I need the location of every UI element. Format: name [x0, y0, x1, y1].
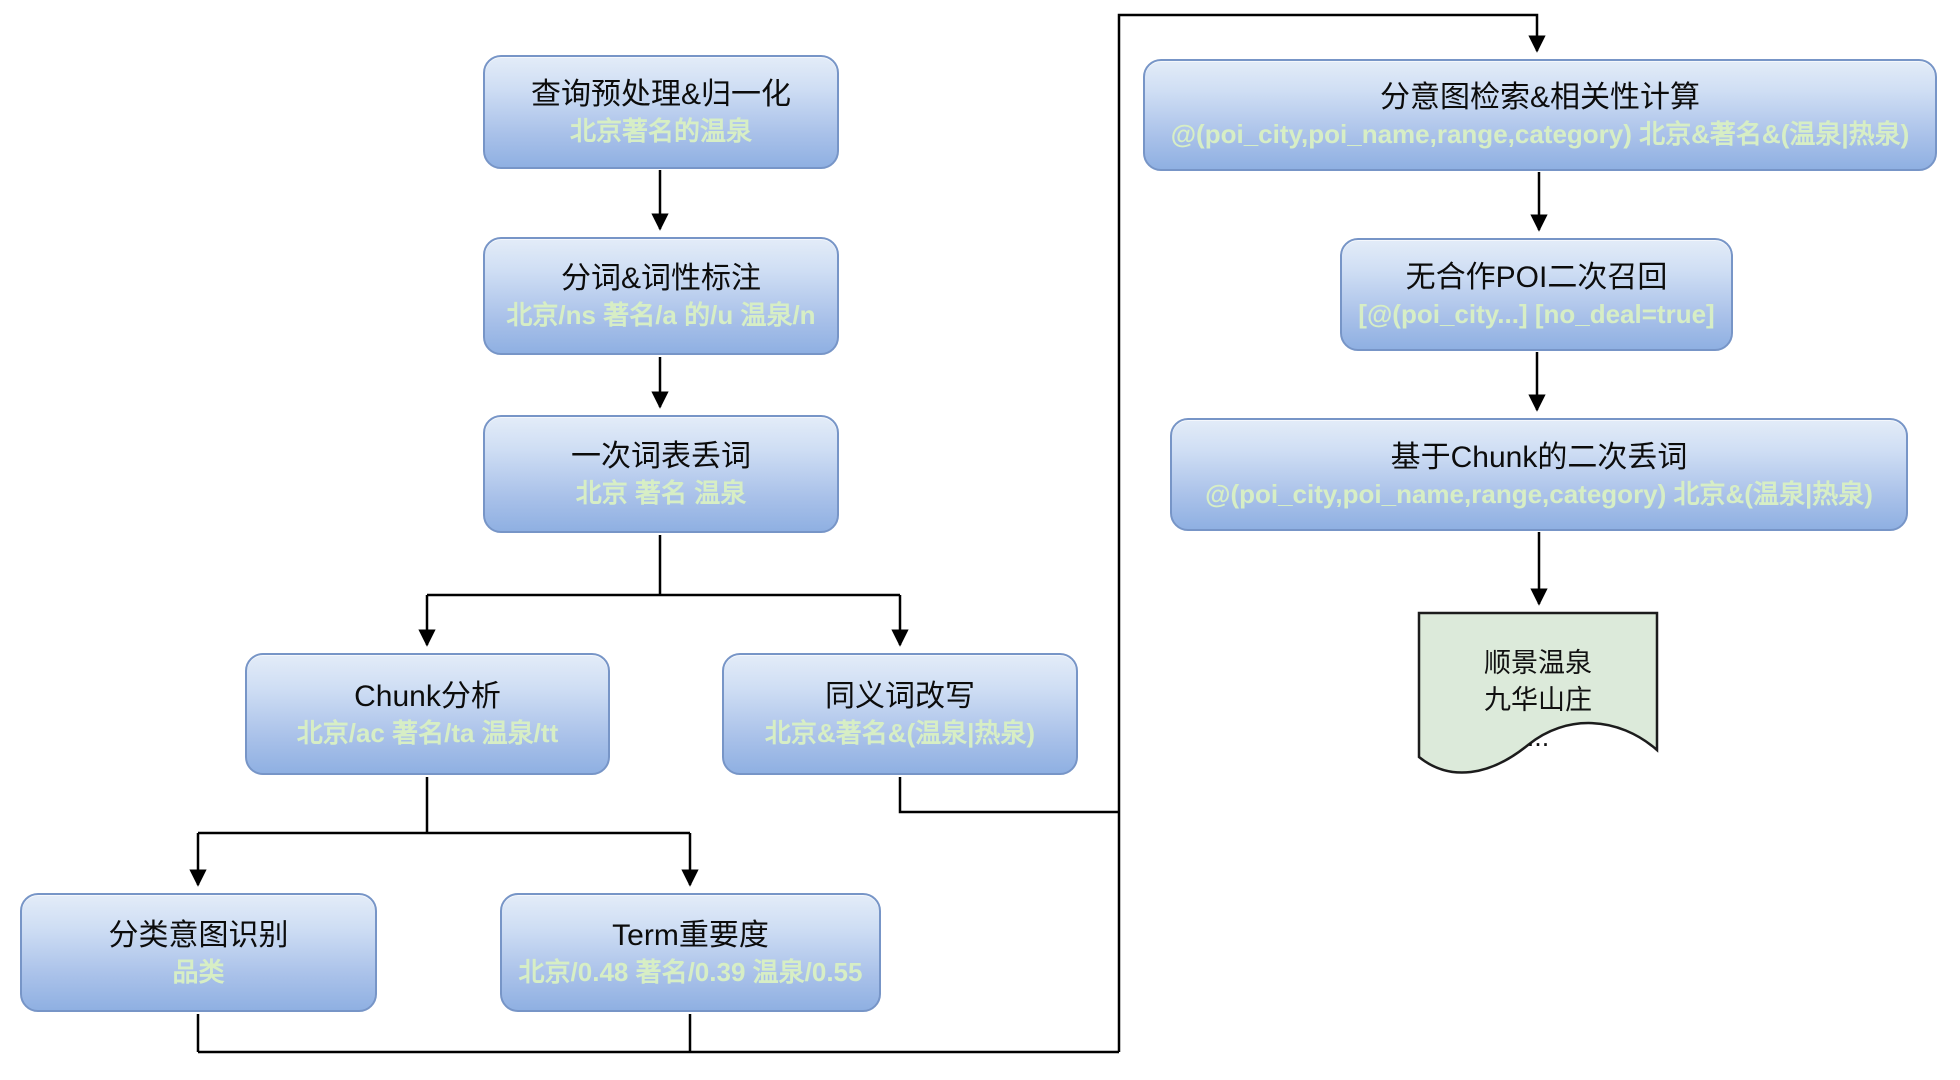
result-document-text: 顺景温泉 九华山庄 ... — [1418, 645, 1658, 756]
node-subtitle: @(poi_city,poi_name,range,category) 北京&(… — [1205, 478, 1873, 509]
result-line: 顺景温泉 — [1484, 648, 1592, 678]
node-subtitle: 北京 著名 温泉 — [575, 478, 747, 508]
node-title: 同义词改写 — [825, 680, 975, 713]
node-title: Term重要度 — [612, 918, 769, 952]
node-preprocess: 查询预处理&归一化 北京著名的温泉 — [483, 55, 839, 169]
result-line: ... — [1526, 722, 1550, 752]
node-title: 分类意图识别 — [108, 918, 289, 952]
node-title: 无合作POI二次召回 — [1405, 260, 1668, 294]
node-title: 分意图检索&相关性计算 — [1379, 81, 1700, 114]
node-term-importance: Term重要度 北京/0.48 著名/0.39 温泉/0.55 — [500, 893, 881, 1012]
node-intent-retrieval: 分意图检索&相关性计算 @(poi_city,poi_name,range,ca… — [1143, 59, 1937, 171]
node-subtitle: 北京&著名&(温泉|热泉) — [764, 718, 1036, 748]
node-subtitle: 品类 — [172, 956, 225, 987]
node-subtitle: 北京/ac 著名/ta 温泉/tt — [296, 718, 559, 748]
node-subtitle: @(poi_city,poi_name,range,category) 北京&著… — [1170, 119, 1910, 149]
edge-chunk-branch — [198, 777, 690, 835]
node-subtitle: [@(poi_city...] [no_deal=true] — [1358, 298, 1715, 329]
result-document-shape — [1417, 611, 1659, 774]
node-subtitle: 北京/0.48 著名/0.39 温泉/0.55 — [518, 956, 863, 987]
node-pos-tagging: 分词&词性标注 北京/ns 著名/a 的/u 温泉/n — [483, 237, 839, 355]
result-line: 九华山庄 — [1484, 685, 1592, 715]
edge-trunk-to-retrieval — [1117, 13, 1546, 1052]
node-title: 查询预处理&归一化 — [530, 78, 791, 111]
node-no-coop-recall: 无合作POI二次召回 [@(poi_city...] [no_deal=true… — [1340, 238, 1733, 351]
node-subtitle: 北京著名的温泉 — [569, 116, 752, 146]
edge-bottom-rail — [196, 1014, 1119, 1054]
node-title: 基于Chunk的二次丢词 — [1390, 440, 1688, 474]
node-first-term-drop: 一次词表丢词 北京 著名 温泉 — [483, 415, 839, 533]
edge-firstdrop-branch — [427, 535, 900, 597]
node-chunk-analysis: Chunk分析 北京/ac 著名/ta 温泉/tt — [245, 653, 610, 775]
node-title: 分词&词性标注 — [560, 262, 761, 295]
node-subtitle: 北京/ns 著名/a 的/u 温泉/n — [506, 300, 816, 330]
node-title: Chunk分析 — [354, 680, 501, 713]
node-category-intent: 分类意图识别 品类 — [20, 893, 377, 1012]
node-synonym-rewrite: 同义词改写 北京&著名&(温泉|热泉) — [722, 653, 1078, 775]
node-title: 一次词表丢词 — [571, 440, 751, 473]
edge-synonym-to-trunk — [898, 777, 1119, 814]
node-chunk-second-drop: 基于Chunk的二次丢词 @(poi_city,poi_name,range,c… — [1170, 418, 1908, 531]
